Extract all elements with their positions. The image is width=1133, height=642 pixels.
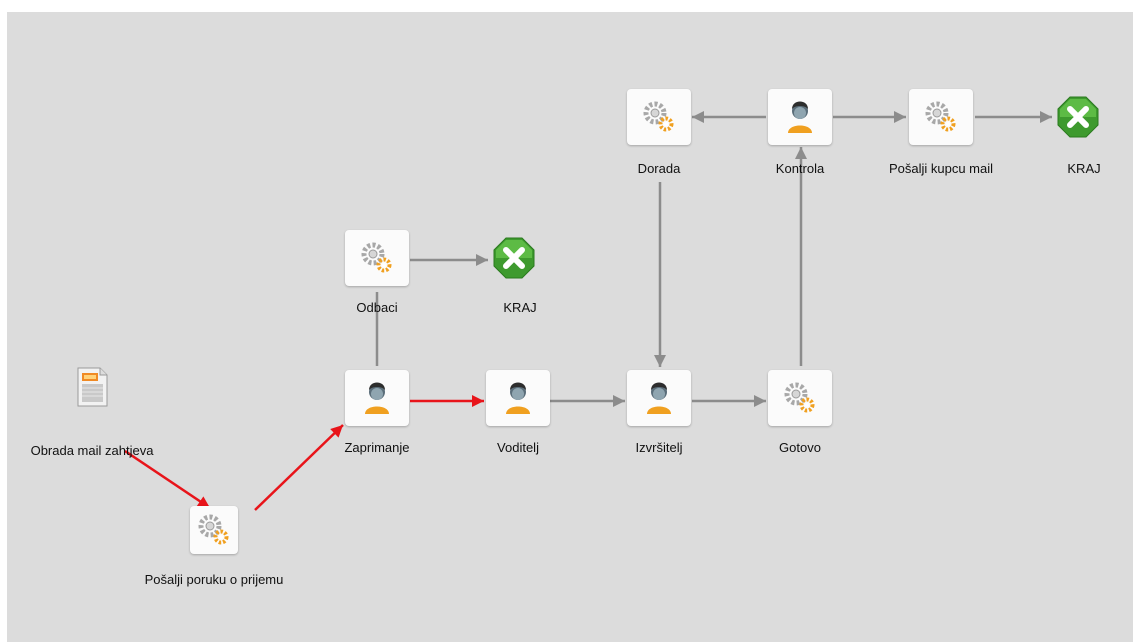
node-control[interactable]: Kontrola: [768, 89, 832, 176]
node-label: Kontrola: [775, 161, 825, 176]
node-lead[interactable]: Voditelj: [486, 370, 550, 455]
end-x-icon: [492, 236, 536, 280]
user-icon: [486, 370, 550, 426]
end-x-icon: [1056, 95, 1100, 139]
gears-icon: [345, 230, 409, 286]
gears-icon: [909, 89, 973, 145]
gears-icon: [768, 370, 832, 426]
node-label: Dorada: [637, 161, 681, 176]
node-executor[interactable]: Izvršitelj: [627, 370, 691, 455]
node-reject[interactable]: Odbaci: [345, 230, 409, 315]
node-label: Izvršitelj: [635, 440, 683, 455]
user-icon: [345, 370, 409, 426]
node-label: KRAJ: [1067, 161, 1101, 176]
user-icon: [627, 370, 691, 426]
document-icon: [76, 367, 108, 407]
node-intake[interactable]: Zaprimanje: [344, 370, 410, 455]
node-send-receipt[interactable]: Pošalji poruku o prijemu: [145, 506, 283, 587]
node-label: Pošalji kupcu mail: [888, 161, 994, 176]
node-label: Gotovo: [779, 440, 821, 455]
node-label: Odbaci: [356, 300, 398, 315]
user-icon: [768, 89, 832, 145]
node-end-reject[interactable]: KRAJ: [488, 236, 552, 315]
node-rework[interactable]: Dorada: [627, 89, 691, 176]
node-label: Zaprimanje: [344, 440, 410, 455]
gears-icon: [627, 89, 691, 145]
node-end-main[interactable]: KRAJ: [1052, 95, 1116, 176]
node-label: KRAJ: [503, 300, 537, 315]
node-start[interactable]: Obrada mail zahtjeva: [31, 367, 153, 458]
node-label: Voditelj: [497, 440, 539, 455]
gears-icon: [190, 506, 238, 554]
node-label: Obrada mail zahtjeva: [30, 443, 154, 458]
node-done[interactable]: Gotovo: [768, 370, 832, 455]
node-mail-customer[interactable]: Pošalji kupcu mail: [889, 89, 993, 176]
node-label: Pošalji poruku o prijemu: [144, 572, 284, 587]
